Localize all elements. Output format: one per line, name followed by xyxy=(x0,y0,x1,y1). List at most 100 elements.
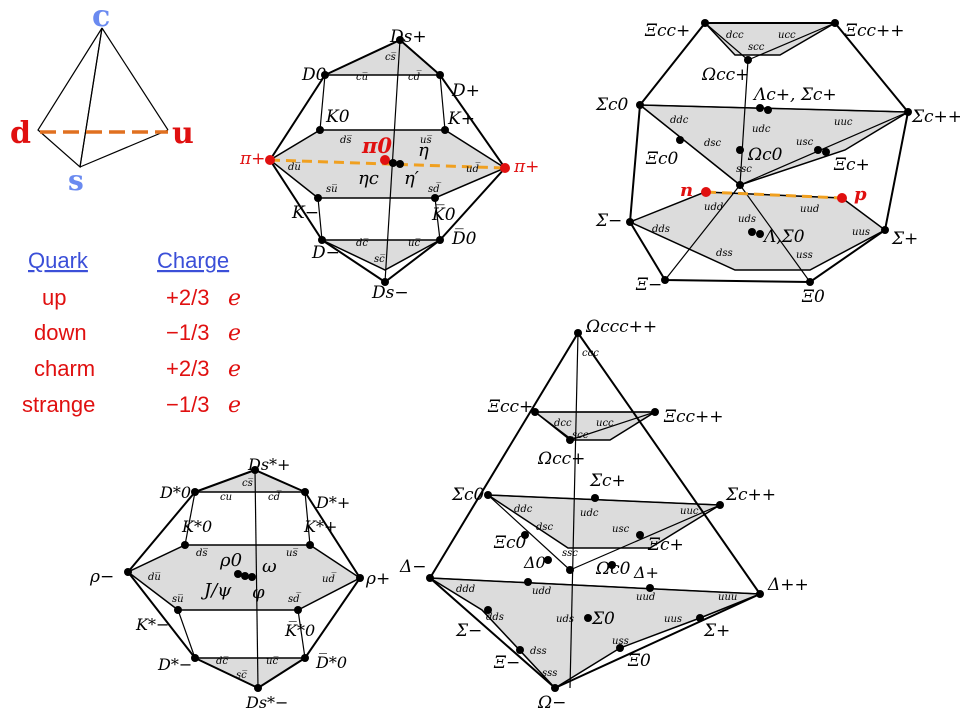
quark-content: dc̅ xyxy=(356,238,368,249)
quark-content: sc̅ xyxy=(236,670,247,681)
vm-phi: φ xyxy=(252,582,265,603)
bo-edge xyxy=(664,184,741,281)
bd-Sigma0: Σ0 xyxy=(591,609,615,629)
tetra-label-c: c xyxy=(92,0,110,34)
bo-node xyxy=(822,148,830,156)
vm-node xyxy=(248,573,256,581)
ps-D-plus: D+ xyxy=(451,81,480,101)
ps-D-minus: D− xyxy=(311,243,340,263)
bo-Sigma-cpp: Σc++ xyxy=(911,107,960,127)
quark-content: dc̅ xyxy=(216,656,228,667)
vm-rho-plus: ρ+ xyxy=(365,569,390,589)
bo-node xyxy=(636,101,644,109)
vm-rho-minus: ρ− xyxy=(89,567,114,587)
quark-content: uuu xyxy=(718,592,737,603)
ps-node xyxy=(396,36,404,44)
charge-table: Quark Charge up +2/3 e down −1/3 e charm… xyxy=(22,248,241,418)
quark-content: ccc xyxy=(582,348,599,359)
quark-content: cu̅ xyxy=(356,72,368,83)
bo-neutron: n xyxy=(680,180,693,201)
quark-content: du̅ xyxy=(288,162,301,173)
bo-Sigma-plus: Σ+ xyxy=(891,229,918,249)
vm-edge xyxy=(177,609,196,659)
bo-edge xyxy=(639,104,909,113)
quark-content: us̅ xyxy=(286,548,298,559)
ps-pi0-node xyxy=(380,155,390,165)
vm-axis xyxy=(254,469,259,689)
bo-edge xyxy=(639,104,741,186)
vm-node xyxy=(356,574,364,582)
quark-content: sd̅ xyxy=(428,183,441,195)
bd-node xyxy=(516,646,524,654)
bo-node xyxy=(661,276,669,284)
ps-pi-plus-left: π+ xyxy=(239,149,265,169)
bd-node xyxy=(521,531,529,539)
bd-node xyxy=(616,644,624,652)
bd-node xyxy=(584,614,592,622)
ps-eta-c: ηc xyxy=(358,168,379,189)
bd-edge xyxy=(569,504,721,571)
ps-pion-node xyxy=(500,163,510,173)
bo-node xyxy=(806,278,814,286)
vm-Ds-star-minus: Ds*− xyxy=(245,693,288,712)
bd-Xi-c-plus: Ξc+ xyxy=(647,535,684,555)
quark-tetrahedron: c d u s xyxy=(10,0,194,197)
bo-edge xyxy=(747,22,836,61)
quark-content: sc̅ xyxy=(374,254,385,265)
tetra-label-u: u xyxy=(172,116,194,151)
ps-D0bar: D̅0 xyxy=(451,228,477,249)
bd-axis xyxy=(569,332,579,689)
ps-edge xyxy=(439,74,446,131)
vm-D-star0bar: D̅*0 xyxy=(315,652,347,672)
bd-Delta-plus: Δ+ xyxy=(633,563,659,582)
ps-eta: η xyxy=(418,140,429,161)
tetra-label-s: s xyxy=(68,164,84,197)
charge-unit: e xyxy=(228,393,241,418)
bo-Xi-c-plus: Ξc+ xyxy=(833,155,870,175)
vm-node xyxy=(234,570,242,578)
vm-node xyxy=(191,654,199,662)
bd-Xi-c0: Ξc0 xyxy=(493,533,526,553)
ps-node xyxy=(436,236,444,244)
vm-edge xyxy=(297,609,306,659)
bo-neutron-node xyxy=(701,187,711,197)
quark-content: ud̅ xyxy=(322,573,337,585)
quark-content: cd̅ xyxy=(268,491,282,503)
table-header-quark: Quark xyxy=(28,248,89,273)
bo-Xi-cc-pp: Ξcc++ xyxy=(844,21,905,41)
quark-content: ds̅ xyxy=(196,548,208,559)
quark-content: ucc xyxy=(778,30,796,41)
bd-edge xyxy=(429,577,761,595)
quark-content: ud̅ xyxy=(466,163,481,175)
quark-content: uc̅ xyxy=(408,238,421,249)
pseudoscalar-meson-multiplet: Ds+ D0 D+ K0 K+ π+ π0 η ηc η′ π+ K− K̅0 … xyxy=(239,27,539,303)
bd-Delta-minus: Δ− xyxy=(399,557,427,577)
bd-Delta-pp: Δ++ xyxy=(767,575,809,595)
charge-unit: e xyxy=(228,357,241,382)
ps-edge xyxy=(319,74,326,131)
quark-content: ds̅ xyxy=(340,135,352,146)
quark-content: su̅ xyxy=(172,594,184,605)
bo-edge xyxy=(739,111,909,186)
bo-Xi-c0: Ξc0 xyxy=(645,149,678,169)
bd-Xi-cc-pp: Ξcc++ xyxy=(663,407,724,427)
bd-Omega-minus: Ω− xyxy=(537,693,566,713)
vm-node xyxy=(181,541,189,549)
bo-node xyxy=(701,19,709,27)
vm-edge xyxy=(304,491,311,546)
vm-K-star-plus: K*+ xyxy=(303,517,337,536)
tetra-edge-cu xyxy=(101,27,169,131)
vm-node xyxy=(124,568,132,576)
ps-node xyxy=(389,159,397,167)
bd-node xyxy=(646,584,654,592)
quark-content: sd̅ xyxy=(288,593,301,605)
baryon-decuplet-multiplet: Ωccc++ Ξcc+ Ξcc++ Ωcc+ Σc0 Σc+ Σc++ Ξc0 … xyxy=(399,317,809,713)
bd-edge xyxy=(569,411,656,441)
bo-axis xyxy=(739,59,749,186)
ps-edge xyxy=(317,197,323,241)
bo-node xyxy=(626,218,634,226)
bd-Xi0: Ξ0 xyxy=(627,651,651,671)
vm-node xyxy=(294,606,302,614)
quark-content: dss xyxy=(530,646,547,657)
